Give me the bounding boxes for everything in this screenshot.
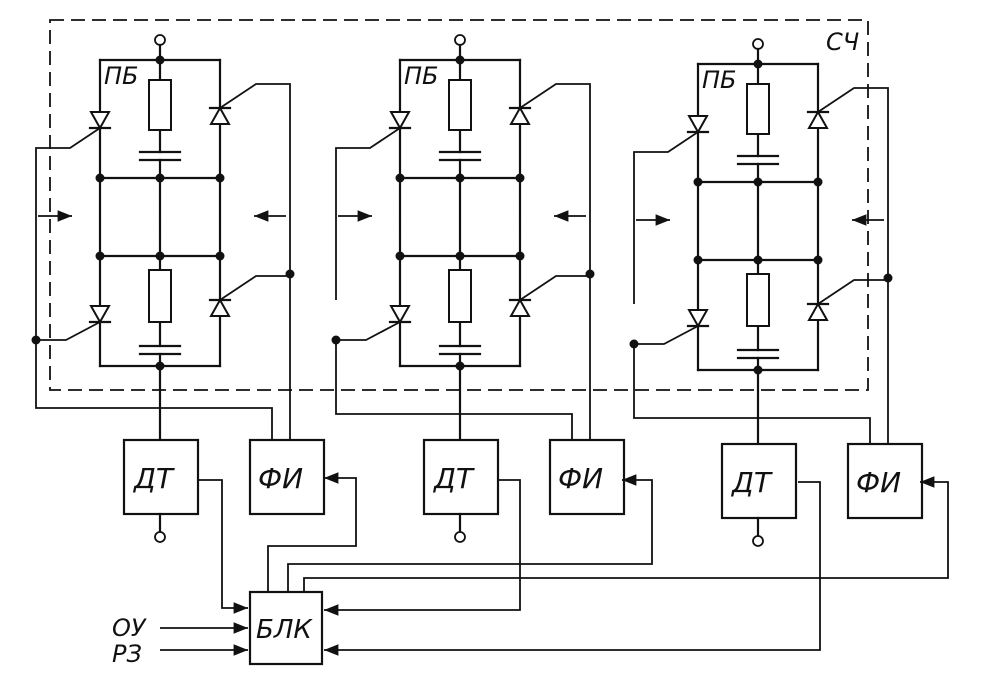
junction-dot (515, 251, 525, 261)
input-label-ou: ОУ (112, 614, 147, 642)
control-logic-label: БЛК (256, 615, 313, 645)
junction-dot (813, 255, 823, 265)
junction-dot (455, 361, 465, 371)
current-sensor-block (422, 438, 500, 516)
resistor (448, 269, 472, 323)
output-terminal (154, 531, 166, 543)
thyristor-icon (806, 87, 889, 278)
junction-dot (215, 251, 225, 261)
capacitor (138, 150, 182, 162)
frame-label: СЧ (826, 28, 859, 56)
junction-dot (155, 251, 165, 261)
intermediate-columns (697, 182, 819, 260)
converter-cell-3: ПБ ДТ ФИ (629, 38, 924, 547)
resistor (148, 269, 172, 323)
converter-cell-1: ПБ ДТ ФИ (31, 34, 326, 543)
junction-dot (155, 173, 165, 183)
input-label-rz: РЗ (112, 640, 142, 668)
current-sensor-block (720, 442, 798, 520)
converter-cell-2: ПБ ДТ ФИ (331, 34, 626, 543)
current-sensor-label: ДТ (730, 466, 773, 499)
bridge-label: ПБ (404, 62, 439, 90)
dt3-to-controller (324, 481, 821, 656)
thyristor-icon (508, 275, 590, 317)
junction-dot (813, 177, 823, 187)
top-terminal (454, 34, 466, 46)
current-sensor-label: ДТ (432, 462, 475, 495)
junction-dot (215, 173, 225, 183)
junction-dot (515, 173, 525, 183)
junction-dot (693, 255, 703, 265)
intermediate-columns (99, 178, 221, 256)
thyristor-icon (335, 111, 412, 300)
controller-to-fi3 (303, 476, 949, 592)
resistor (148, 79, 172, 131)
junction-dot (753, 177, 763, 187)
resistor (746, 273, 770, 327)
bottom-rail (98, 364, 222, 442)
gate-bus-left (35, 340, 273, 440)
gate-bus-left (633, 344, 871, 444)
capacitor (138, 344, 182, 356)
capacitor (736, 154, 780, 166)
thyristor-icon (208, 275, 290, 317)
bridge-label: ПБ (104, 62, 139, 90)
junction-dot (155, 361, 165, 371)
capacitor (438, 150, 482, 162)
thyristor-icon (36, 305, 112, 341)
current-sensor-block (122, 438, 200, 516)
junction-dot (395, 173, 405, 183)
thyristor-icon (208, 83, 291, 274)
junction-dot (455, 173, 465, 183)
top-terminal (154, 34, 166, 46)
pulse-shaper-block (846, 442, 924, 520)
pulse-shaper-block (548, 438, 626, 516)
current-sensor-label: ДТ (132, 462, 175, 495)
top-terminal (752, 38, 764, 50)
bottom-rail (696, 368, 820, 446)
control-logic-block (248, 590, 324, 666)
capacitor (438, 344, 482, 356)
junction-dot (753, 255, 763, 265)
junction-dot (455, 55, 465, 65)
thyristor-icon (634, 309, 710, 345)
controller-to-fi1 (267, 472, 357, 592)
junction-dot (455, 251, 465, 261)
capacitor (736, 348, 780, 360)
thyristor-icon (508, 83, 591, 274)
thyristor-icon (336, 305, 412, 341)
junction-dot (395, 251, 405, 261)
output-terminal (454, 531, 466, 543)
pulse-shaper-label: ФИ (558, 462, 603, 495)
junction-dot (693, 177, 703, 187)
thyristor-icon (35, 111, 112, 340)
thyristor-icon (806, 279, 888, 321)
bridge-label: ПБ (702, 66, 737, 94)
controller-to-fi2 (287, 474, 653, 592)
pulse-shaper-label: ФИ (856, 466, 901, 499)
junction-dot (753, 365, 763, 375)
pulse-shaper-label: ФИ (258, 462, 303, 495)
junction-dot (95, 251, 105, 261)
output-terminal (752, 535, 764, 547)
bottom-rail (398, 364, 522, 442)
thyristor-icon (633, 115, 710, 304)
junction-dot (95, 173, 105, 183)
dt2-to-controller (324, 479, 521, 616)
resistor (746, 83, 770, 135)
intermediate-columns (399, 178, 521, 256)
gate-bus-left (335, 340, 573, 440)
junction-dot (753, 59, 763, 69)
junction-dot (155, 55, 165, 65)
resistor (448, 79, 472, 131)
dt1-to-controller (198, 479, 249, 614)
